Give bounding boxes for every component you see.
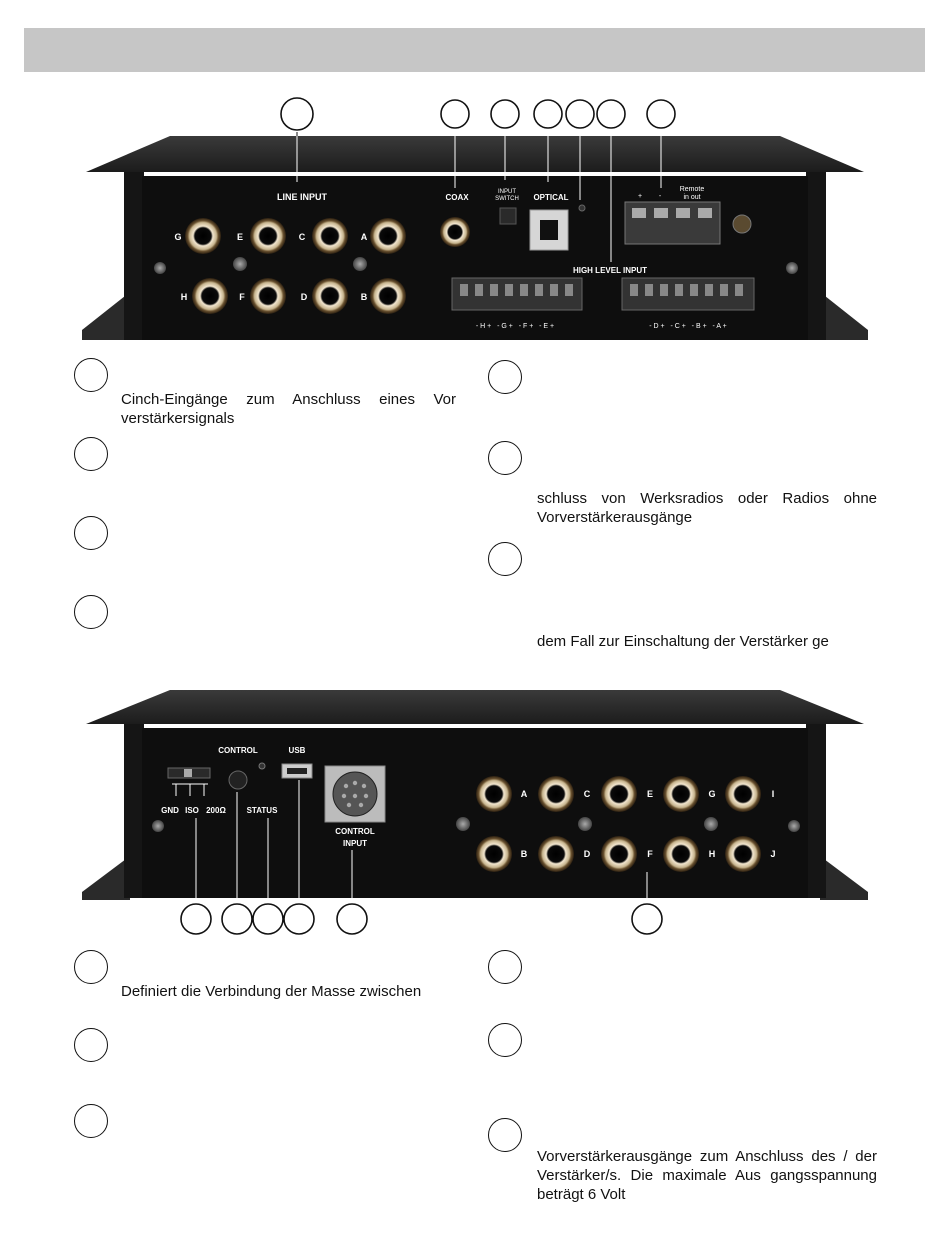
callout-circle <box>490 99 520 129</box>
callout-circle <box>283 903 315 935</box>
svg-text:INPUT: INPUT <box>498 189 516 195</box>
svg-text:in out: in out <box>683 194 700 201</box>
rca-jack-a <box>370 218 406 254</box>
callout-circle <box>180 903 212 935</box>
header-bar <box>24 28 925 72</box>
device-rear-image: GND ISO 200Ω CONTROL STATUS USB CONTROL … <box>82 690 868 935</box>
svg-text:D: D <box>301 292 308 302</box>
line-input-label: LINE INPUT <box>277 192 328 202</box>
svg-text:- H + - G + - F + - E +: - H + - G + - F + - E + <box>476 323 554 330</box>
callout-circle <box>440 99 470 129</box>
callout-circle <box>221 903 253 935</box>
callout-circle <box>488 360 522 394</box>
desc-preamp-outputs: Vorverstärkerausgänge zum Anschluss des … <box>537 1148 877 1203</box>
callout-circle <box>280 97 314 131</box>
svg-text:INPUT: INPUT <box>343 839 367 848</box>
callout-circle <box>488 1023 522 1057</box>
callout-circle <box>488 950 522 984</box>
svg-text:B: B <box>521 849 528 859</box>
callout-circle <box>596 99 626 129</box>
svg-text:OPTICAL: OPTICAL <box>533 193 568 202</box>
svg-text:STATUS: STATUS <box>247 806 278 815</box>
svg-text:Remote: Remote <box>680 186 705 193</box>
callout-circle <box>565 99 595 129</box>
svg-text:CONTROL: CONTROL <box>335 827 375 836</box>
callout-circles-top <box>280 97 676 131</box>
svg-text:H: H <box>709 849 716 859</box>
device-front-image: LINE INPUT G E C A H F D B COAX INPUT SW… <box>82 97 868 340</box>
callout-circle <box>488 441 522 475</box>
rca-jack-f <box>250 278 286 314</box>
svg-text:A: A <box>361 232 368 242</box>
callout-circle <box>74 1028 108 1062</box>
svg-text:G: G <box>708 789 715 799</box>
callout-circle <box>74 437 108 471</box>
desc-ground: Definiert die Verbindung der Masse zwisc… <box>121 983 422 1000</box>
rca-jack-h <box>192 278 228 314</box>
svg-text:F: F <box>647 849 653 859</box>
callout-circle <box>488 1118 522 1152</box>
callout-circle <box>74 358 108 392</box>
svg-text:C: C <box>584 789 591 799</box>
svg-text:200Ω: 200Ω <box>206 806 226 815</box>
svg-text:J: J <box>770 849 775 859</box>
svg-text:HIGH LEVEL INPUT: HIGH LEVEL INPUT <box>573 266 647 275</box>
rca-jacks-output <box>476 776 761 872</box>
callout-circle <box>336 903 368 935</box>
desc-high-level-input: schluss von Werksradios oder Radios ohne… <box>537 490 877 526</box>
callout-circle <box>74 950 108 984</box>
svg-text:CONTROL: CONTROL <box>218 746 258 755</box>
svg-text:USB: USB <box>289 746 306 755</box>
svg-text:SWITCH: SWITCH <box>495 196 519 202</box>
callout-circles-bottom <box>180 903 663 935</box>
svg-text:-: - <box>659 193 662 200</box>
svg-text:- D + - C + - B + - A +: - D + - C + - B + - A + <box>649 323 726 330</box>
callout-circle <box>252 903 284 935</box>
rca-jack-d <box>312 278 348 314</box>
callout-circle <box>74 595 108 629</box>
svg-text:F: F <box>239 292 245 302</box>
svg-text:ISO: ISO <box>185 806 199 815</box>
callout-circle <box>646 99 676 129</box>
rca-jack-c <box>312 218 348 254</box>
svg-text:I: I <box>772 789 775 799</box>
callout-circle <box>533 99 563 129</box>
svg-text:D: D <box>584 849 591 859</box>
rca-jack-b <box>370 278 406 314</box>
svg-text:A: A <box>521 789 528 799</box>
svg-text:B: B <box>361 292 368 302</box>
svg-text:E: E <box>647 789 653 799</box>
callout-circle <box>74 1104 108 1138</box>
svg-text:COAX: COAX <box>445 193 469 202</box>
desc-line-input: Cinch-Eingänge zum Anschluss eines Vor v… <box>121 391 456 427</box>
coax-jack <box>440 217 470 247</box>
callout-circle <box>488 542 522 576</box>
svg-text:E: E <box>237 232 243 242</box>
callout-circle <box>631 903 663 935</box>
svg-text:+: + <box>638 193 642 200</box>
rca-jack-g <box>185 218 221 254</box>
svg-text:G: G <box>174 232 181 242</box>
svg-text:C: C <box>299 232 306 242</box>
rca-jacks-input <box>185 218 406 314</box>
rca-jack-e <box>250 218 286 254</box>
svg-text:GND: GND <box>161 806 179 815</box>
svg-text:H: H <box>181 292 188 302</box>
callout-circle <box>74 516 108 550</box>
desc-remote: dem Fall zur Einschaltung der Verstärker… <box>537 633 829 650</box>
